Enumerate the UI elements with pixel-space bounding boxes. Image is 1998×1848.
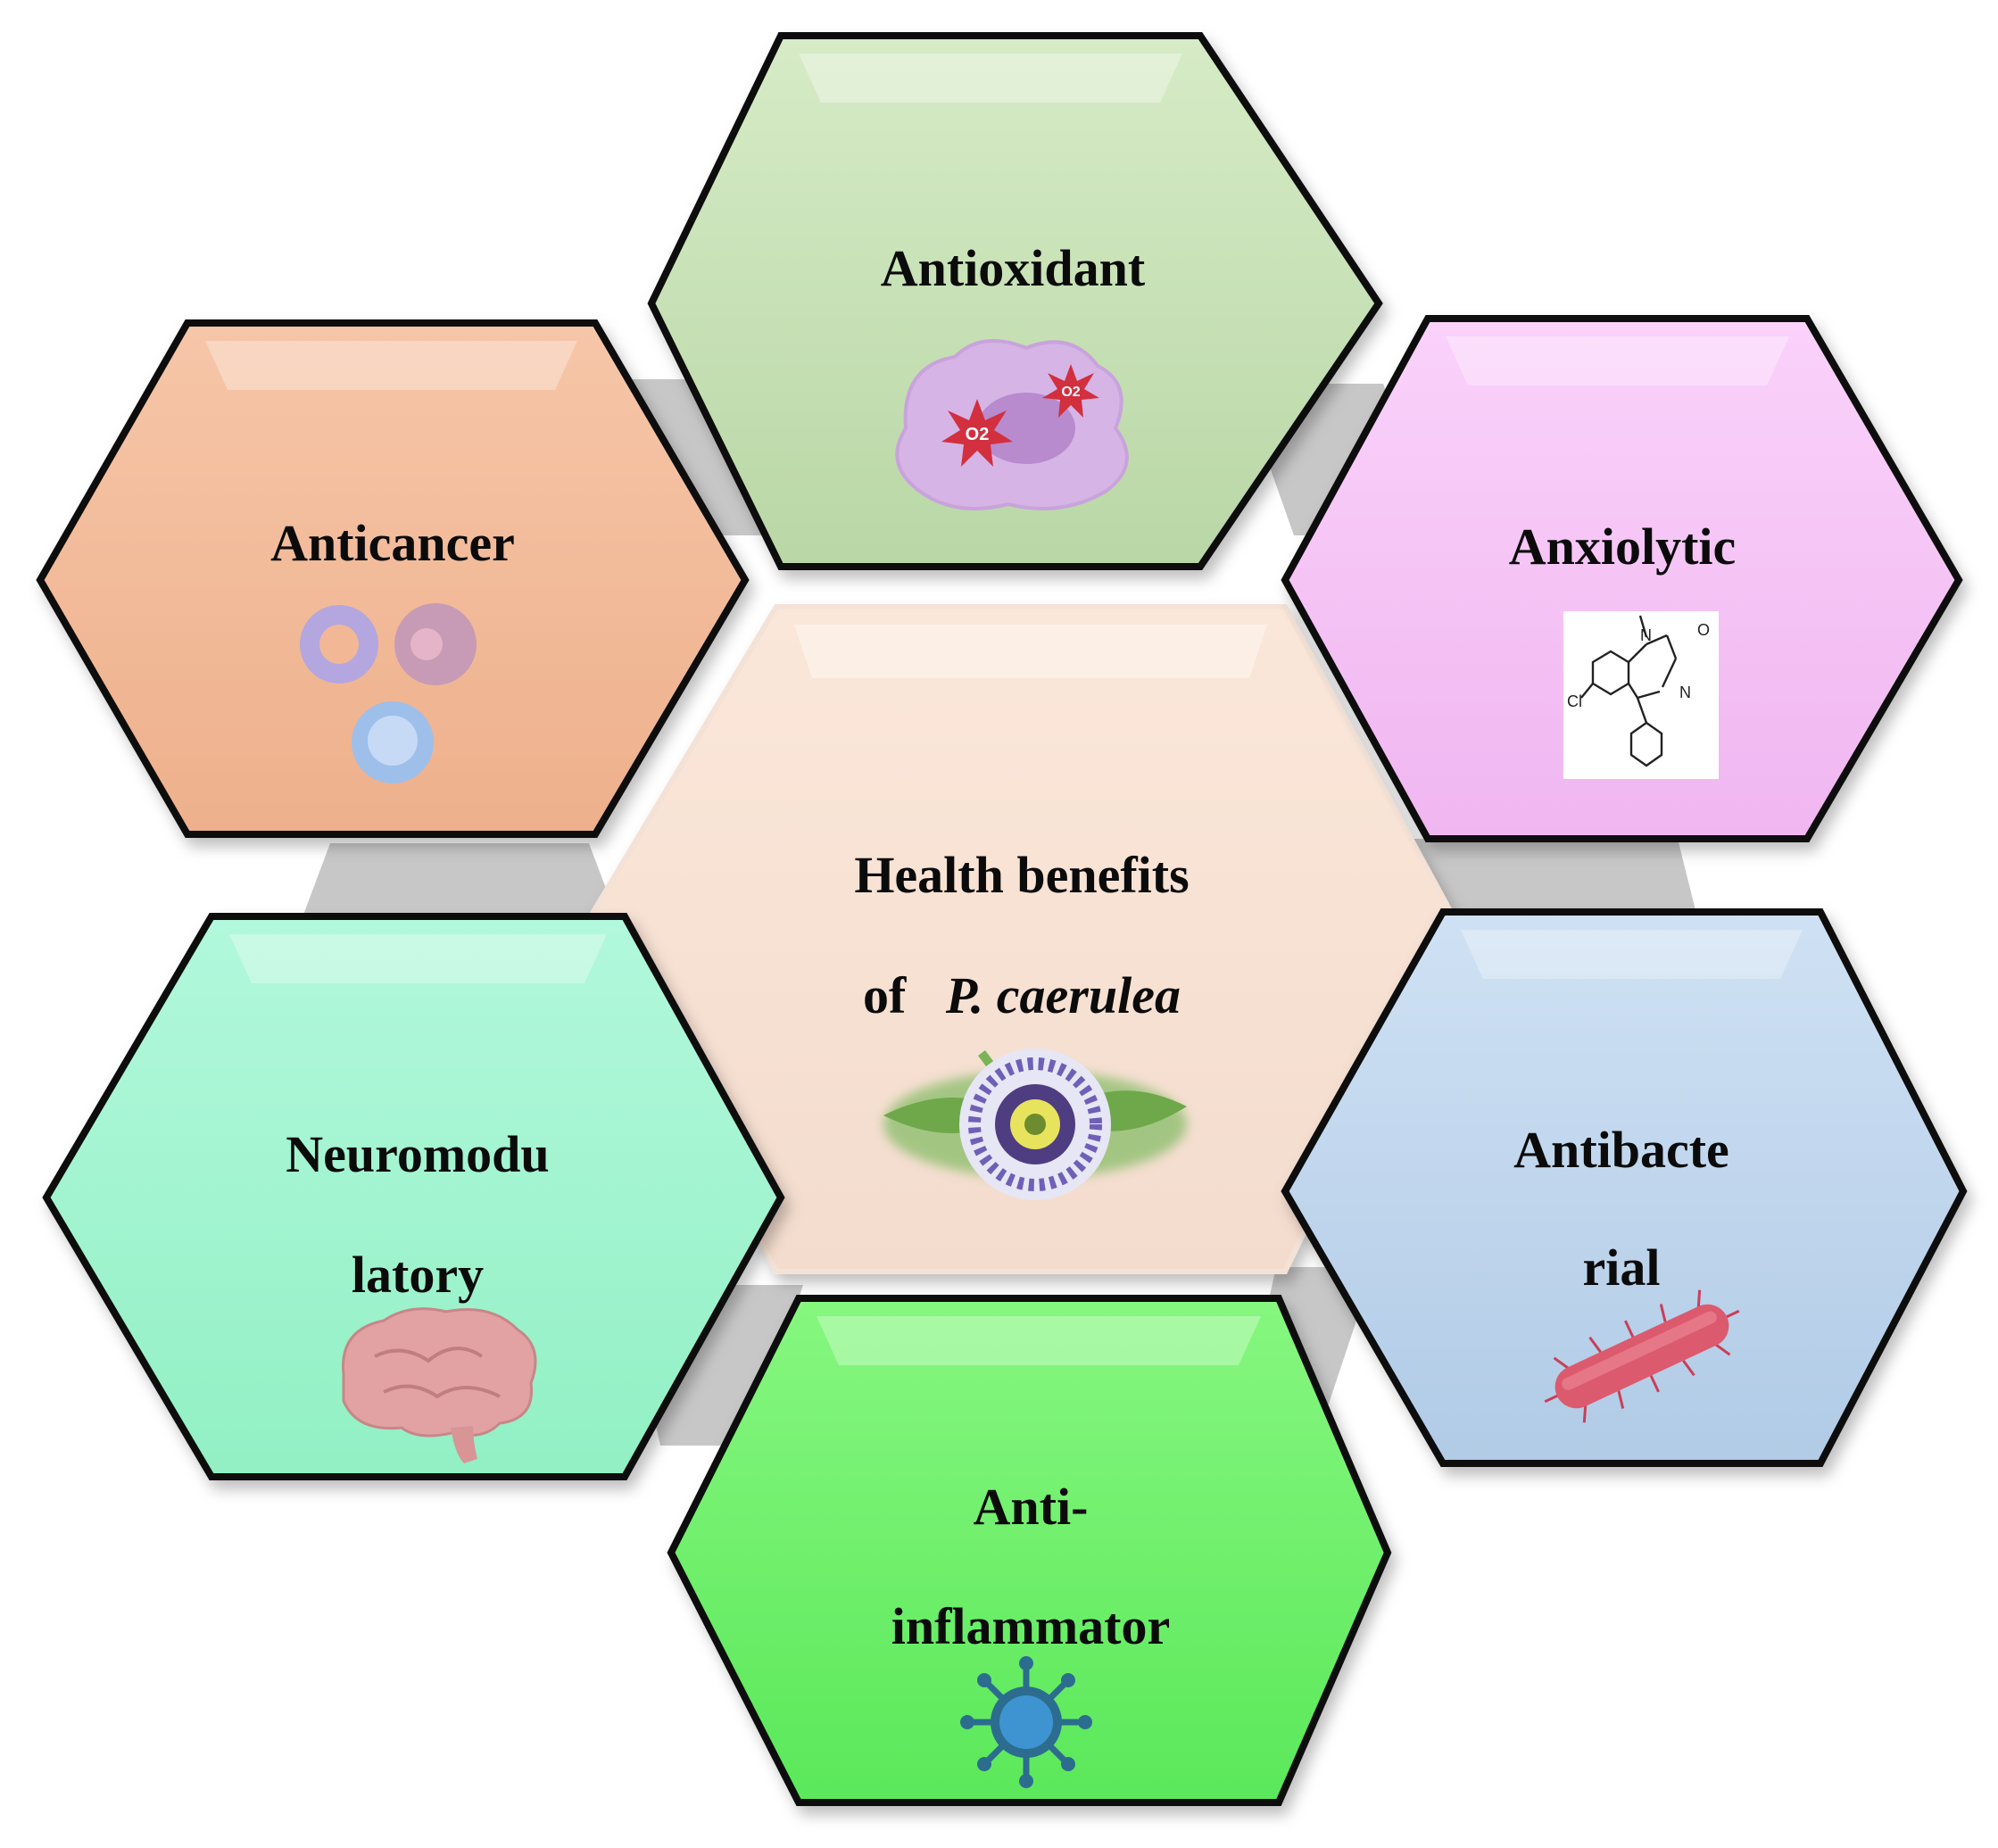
hexagon-anticancer-shape [36, 319, 750, 838]
ros-burst-icon-2: O2 [1042, 364, 1099, 418]
molecule-n2-label: N [1679, 684, 1691, 701]
antioxidant-label: Antioxidant [881, 239, 1146, 297]
connector-band-right [1392, 839, 1695, 910]
center-title-of: of [863, 966, 907, 1024]
oxidative-stress-cell-icon: O2 O2 [895, 339, 1129, 510]
ros-label-2: O2 [1061, 385, 1080, 400]
center-title-line1: Health benefits [854, 846, 1189, 904]
anti-inflammatory-label-line1: Anti- [974, 1478, 1089, 1536]
bacterium-icon [1544, 1289, 1740, 1423]
hexagon-anti-inflammatory-bevel [817, 1316, 1261, 1365]
hexagon-anticancer: Anticancer [36, 319, 750, 838]
hexagon-center: Health benefits of P. caerulea [585, 604, 1458, 1274]
hexagon-anti-inflammatory: Anti- inflammator [667, 1295, 1392, 1806]
ros-label-1: O2 [966, 425, 990, 444]
hexagon-anti-inflammatory-shape [667, 1295, 1392, 1806]
molecule-card [1563, 611, 1719, 779]
hexagon-antibacterial: Antibacte rial [1281, 908, 1968, 1467]
hexagon-antioxidant: Antioxidant O2 O2 [647, 32, 1383, 570]
center-title-species: P. caerulea [945, 966, 1181, 1024]
hexagon-neuromodulatory: Neuromodu latory [42, 913, 785, 1480]
hexagon-center-bevel [794, 625, 1267, 678]
connector-band-left [303, 843, 616, 915]
molecule-o-label: O [1697, 621, 1710, 639]
center-title-line2: of P. caerulea [863, 966, 1181, 1024]
anti-inflammatory-label-line2: inflammator [891, 1597, 1171, 1655]
passion-flower-icon [883, 1048, 1187, 1200]
diazepam-structure-icon: Cl N N O [1563, 611, 1719, 779]
hexagon-anxiolytic: Anxiolytic Cl N N O [1281, 315, 1963, 842]
hexagon-anxiolytic-bevel [1446, 336, 1789, 385]
virus-icon [960, 1656, 1092, 1788]
antibacterial-label-line1: Antibacte [1513, 1121, 1729, 1179]
molecule-cl-label: Cl [1567, 692, 1582, 710]
hexagon-antioxidant-shape [647, 32, 1383, 570]
hexagon-anxiolytic-shape [1281, 315, 1963, 842]
hexagon-neuromodulatory-bevel [229, 934, 607, 983]
neuromodulatory-label-line2: latory [352, 1246, 484, 1304]
brain-icon [342, 1307, 537, 1463]
ros-burst-icon-1: O2 [941, 399, 1013, 467]
hexagon-antibacterial-bevel [1461, 930, 1803, 979]
hexagon-anticancer-bevel [205, 341, 577, 390]
hexagon-antibacterial-shape [1281, 908, 1968, 1467]
anticancer-label: Anticancer [270, 514, 515, 572]
cancer-cells-icon [300, 603, 477, 783]
hexagon-neuromodulatory-shape [42, 913, 785, 1480]
molecule-n1-label: N [1640, 626, 1652, 644]
anxiolytic-label: Anxiolytic [1509, 518, 1737, 576]
hexagon-antioxidant-bevel [799, 54, 1182, 103]
antibacterial-label-line2: rial [1583, 1239, 1661, 1297]
neuromodulatory-label-line1: Neuromodu [286, 1125, 549, 1183]
